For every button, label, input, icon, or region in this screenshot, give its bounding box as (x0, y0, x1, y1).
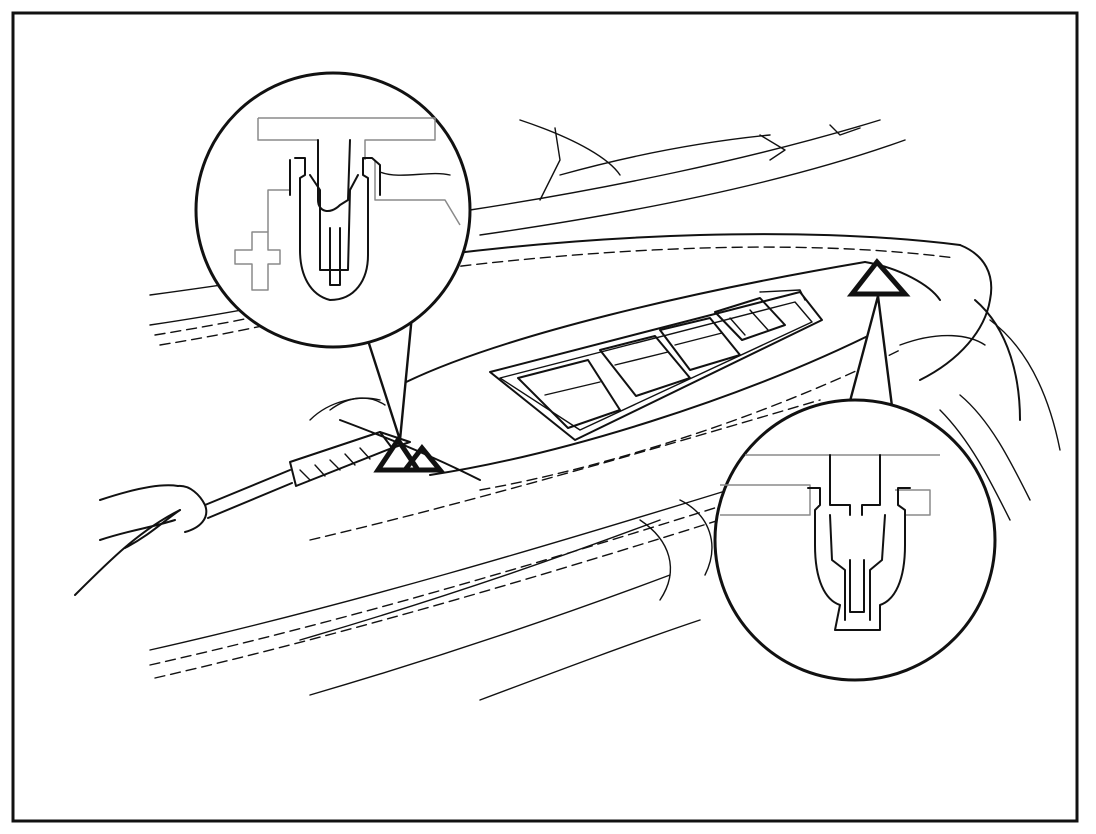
window-switch-driver (517, 359, 621, 429)
screwdriver-icon (74, 431, 411, 596)
figure-border (11, 11, 1079, 823)
window-switch-rear (659, 317, 741, 371)
armrest-panel (149, 233, 993, 701)
power-window-switch-panel (489, 289, 823, 441)
clip-marker-right-icon (846, 258, 911, 297)
clip-detail-right (713, 398, 997, 682)
window-switch-passenger (599, 335, 691, 397)
door-right-edge (899, 299, 1061, 521)
clip-marker-left-icon (373, 435, 446, 473)
window-lock-switch (714, 297, 786, 341)
clip-detail-left (194, 71, 472, 349)
